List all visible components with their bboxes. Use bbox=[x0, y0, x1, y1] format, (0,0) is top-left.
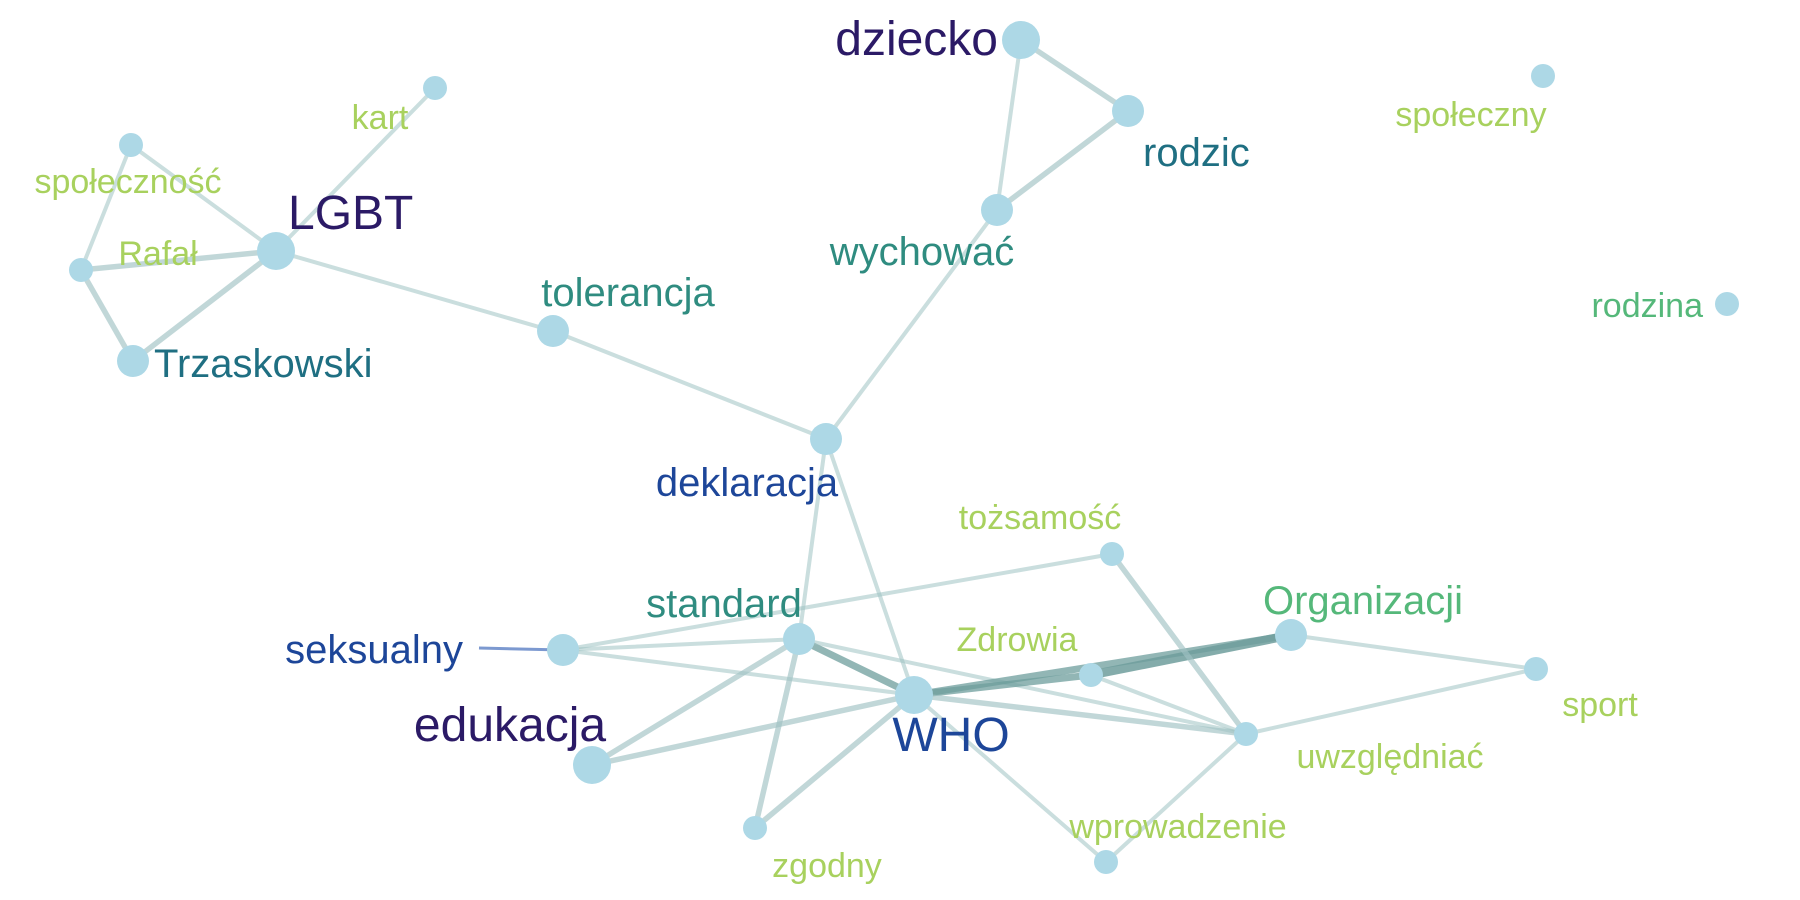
node-rodzina bbox=[1715, 292, 1739, 316]
edge-standard-uwzgledniac bbox=[797, 637, 1248, 736]
node-dziecko bbox=[1002, 21, 1040, 59]
node-spoleczny bbox=[1531, 64, 1555, 88]
edge-dziecko-wychowac bbox=[995, 38, 1023, 212]
node-seksualny bbox=[547, 634, 579, 666]
node-standard bbox=[783, 623, 815, 655]
nodes-layer bbox=[69, 21, 1739, 874]
node-label-zgodny: zgodny bbox=[772, 847, 882, 885]
node-sport bbox=[1524, 657, 1548, 681]
edge-trzaskowski-lgbt bbox=[130, 248, 279, 364]
node-label-rafal: Rafał bbox=[118, 235, 198, 273]
edge-organizacji-sport bbox=[1289, 633, 1538, 671]
edge-spolecznosc-lgbt bbox=[129, 143, 278, 253]
node-label-seksualny: seksualny bbox=[285, 628, 463, 672]
node-label-rodzic: rodzic bbox=[1143, 131, 1250, 175]
node-label-zdrowia: Zdrowia bbox=[957, 621, 1078, 659]
node-who bbox=[895, 676, 933, 714]
node-trzaskowski bbox=[117, 345, 149, 377]
node-edukacja bbox=[573, 746, 611, 784]
node-lgbt bbox=[257, 232, 295, 270]
node-label-deklaracja: deklaracja bbox=[656, 461, 839, 505]
node-rafal bbox=[69, 258, 93, 282]
edge-seksualny-who bbox=[561, 648, 916, 697]
node-label-sport: sport bbox=[1562, 686, 1638, 724]
edge-rafal-trzaskowski bbox=[78, 267, 136, 364]
node-label-kart: kart bbox=[352, 99, 409, 137]
labels-layer: dziecko rodzic wychować społeczny rodzina kar… bbox=[34, 13, 1703, 885]
edge-zdrowia-organizacji bbox=[1086, 630, 1296, 680]
node-zgodny bbox=[743, 816, 767, 840]
node-label-rodzina: rodzina bbox=[1591, 287, 1703, 325]
node-wychowac bbox=[981, 194, 1013, 226]
node-deklaracja bbox=[810, 423, 842, 455]
node-label-standard: standard bbox=[646, 582, 802, 626]
node-uwzgledniac bbox=[1234, 722, 1258, 746]
edge-dziecko-rodzic bbox=[1018, 37, 1131, 114]
node-label-dziecko: dziecko bbox=[835, 13, 998, 66]
edge-zdrowia-uwzgledniac bbox=[1089, 673, 1248, 736]
node-label-trzaskowski: Trzaskowski bbox=[154, 342, 373, 386]
edge-seksualny-tozsamosc bbox=[561, 552, 1114, 652]
edge-lgbt-tolerancja bbox=[274, 249, 555, 333]
edge-deklaracja-standard bbox=[797, 437, 828, 641]
node-label-spolecznosc: społeczność bbox=[34, 163, 221, 201]
node-label-wychowac: wychować bbox=[829, 230, 1015, 274]
node-label-organizacji: Organizacji bbox=[1263, 579, 1463, 623]
node-zdrowia bbox=[1079, 663, 1103, 687]
edge-rodzic-wychowac bbox=[994, 108, 1131, 213]
edge-who-zgodny bbox=[752, 692, 917, 831]
edge-standard-zgodny bbox=[752, 636, 802, 831]
node-label-spoleczny: społeczny bbox=[1395, 96, 1546, 134]
node-label-tozsamosc: tożsamość bbox=[959, 499, 1122, 537]
node-rodzic bbox=[1112, 95, 1144, 127]
node-label-who: WHO bbox=[892, 709, 1009, 762]
node-label-uwzgledniac: uwzględniać bbox=[1296, 738, 1483, 776]
edges-layer bbox=[78, 37, 1538, 864]
edge-standard-who bbox=[795, 635, 918, 699]
node-wprowadzenie bbox=[1094, 850, 1118, 874]
node-label-edukacja: edukacja bbox=[414, 699, 606, 752]
edge-seksualny-standard bbox=[561, 637, 801, 652]
edge-standard-edukacja bbox=[589, 636, 802, 768]
node-label-tolerancja: tolerancja bbox=[541, 271, 715, 315]
node-label-lgbt: LGBT bbox=[288, 187, 413, 240]
node-organizacji bbox=[1275, 619, 1307, 651]
node-kart bbox=[423, 76, 447, 100]
edge-tolerancja-deklaracja bbox=[551, 329, 828, 441]
node-tozsamosc bbox=[1100, 542, 1124, 566]
edge-uwzgledniac-wprowadzenie bbox=[1104, 732, 1248, 864]
edge-uwzgledniac-sport bbox=[1244, 667, 1538, 736]
node-label-wprowadzenie: wprowadzenie bbox=[1068, 808, 1286, 846]
edge-rafal-lgbt bbox=[78, 248, 279, 273]
edge-kart-lgbt bbox=[274, 86, 437, 253]
edge-spolecznosc-rafal bbox=[79, 143, 133, 272]
edge-deklaracja-who bbox=[824, 437, 916, 697]
edge-wychowac-deklaracja bbox=[824, 208, 999, 441]
node-spolecznosc bbox=[119, 133, 143, 157]
node-tolerancja bbox=[537, 315, 569, 347]
edge-who-edukacja bbox=[589, 692, 917, 768]
edge-tozsamosc-uwzgledniac bbox=[1109, 551, 1249, 737]
edge-who-uwzgledniac bbox=[911, 692, 1249, 737]
edge-who-wprowadzenie bbox=[912, 693, 1108, 864]
